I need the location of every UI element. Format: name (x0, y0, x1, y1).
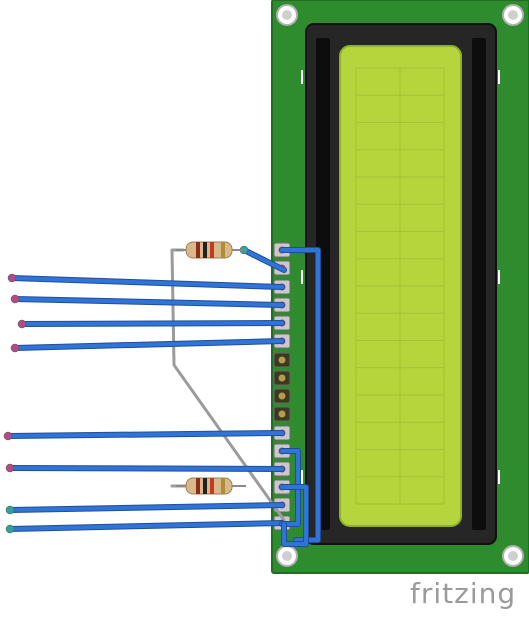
resistor (176, 477, 246, 495)
blue-wire (10, 276, 284, 289)
resistor-band (221, 478, 225, 494)
wire-end-pin (17, 319, 27, 329)
wire-end-pin (5, 505, 15, 515)
resistor-body (185, 241, 233, 259)
header-pin-hole (278, 392, 286, 400)
wire-end-pin (3, 431, 13, 441)
wire-end-pin (10, 294, 20, 304)
lcd-module (271, 0, 529, 574)
wire-end-pin (5, 463, 15, 473)
resistor-body (185, 477, 233, 495)
lcd-character-grid (355, 67, 445, 505)
blue-wire (8, 521, 284, 531)
resistor-band (203, 242, 207, 258)
fritzing-logo-text: fritzing (410, 577, 517, 610)
resistor-band (196, 242, 200, 258)
resistor-band (221, 242, 225, 258)
wire-end-pin (7, 273, 17, 283)
resistor-band (203, 478, 207, 494)
bezel-markers (301, 70, 500, 484)
wire-end-pin (5, 524, 15, 534)
header-pin-hole (278, 374, 286, 382)
wire-end-pin (10, 343, 20, 353)
blue-wire (20, 321, 284, 326)
blue-wire (13, 297, 284, 307)
wires (3, 245, 321, 547)
components (176, 241, 246, 495)
header-pin-hole (278, 410, 286, 418)
blue-wire (242, 248, 286, 272)
blue-wire (13, 339, 284, 350)
resistor-band (210, 242, 214, 258)
blue-wire (8, 503, 284, 512)
resistor-band (196, 478, 200, 494)
resistor (176, 241, 246, 259)
blue-wire (8, 466, 284, 471)
header-pin-hole (278, 356, 286, 364)
blue-wire (280, 485, 308, 546)
resistor-band (210, 478, 214, 494)
blue-wire (6, 431, 284, 438)
